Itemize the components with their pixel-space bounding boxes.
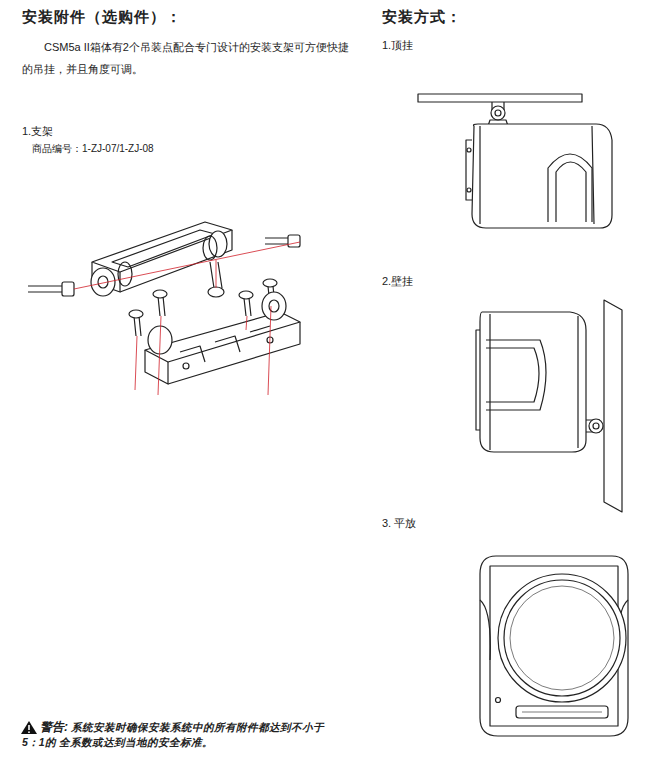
section-heading: 安装方式： — [382, 8, 462, 27]
wall-mount-figure — [476, 300, 622, 512]
front-view-figure — [480, 556, 628, 736]
warning-icon — [21, 721, 37, 734]
warning-label: 警告: — [40, 720, 68, 734]
section-heading: 安装附件（选购件）： — [22, 8, 182, 27]
method-label: 1.顶挂 — [382, 38, 413, 53]
ceiling-mount-figure — [418, 94, 612, 228]
warning-note: 警告:系统安装时确保安装系统中的所有附件都达到不小于5：1的 全系数或达到当地的… — [22, 720, 337, 750]
method-label: 2.壁挂 — [382, 274, 413, 289]
item-heading: 1.支架 — [22, 124, 53, 139]
bracket-exploded-view — [28, 222, 300, 395]
method-label: 3. 平放 — [382, 516, 416, 531]
product-code: 商品编号：1-ZJ-07/1-ZJ-08 — [32, 142, 154, 156]
body-paragraph: CSM5a II箱体有2个吊装点配合专门设计的安装支架可方便快捷的吊挂，并且角度… — [22, 36, 352, 80]
